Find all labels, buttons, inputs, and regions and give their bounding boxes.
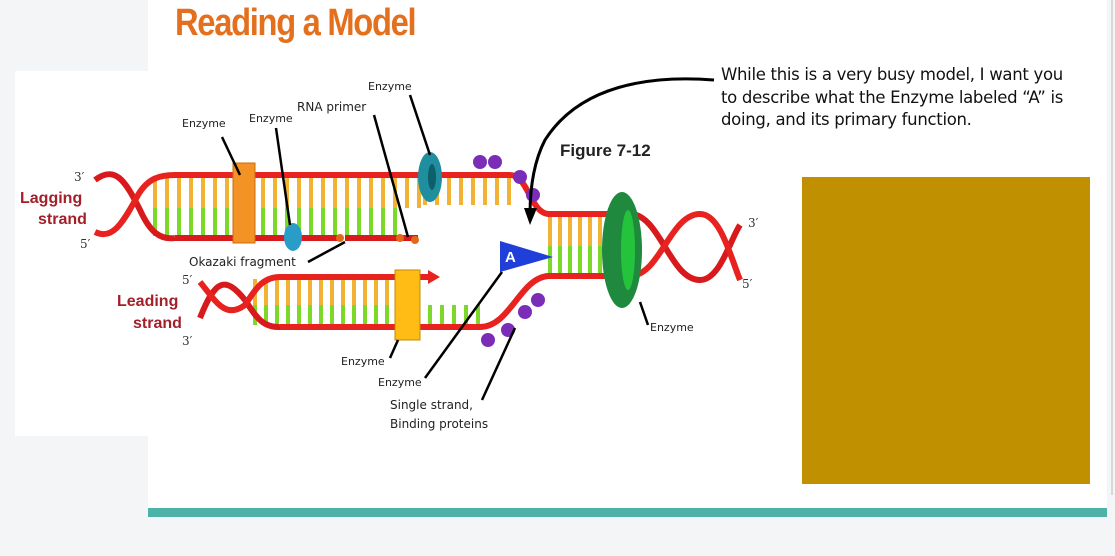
lagging-helix — [93, 171, 176, 242]
ssb-label-1: Single strand, — [390, 398, 473, 412]
ssb-protein — [518, 305, 532, 319]
okazaki-label: Okazaki fragment — [189, 255, 296, 269]
enzyme-a-triangle — [500, 241, 553, 272]
rna-primer-label: RNA primer — [297, 100, 366, 114]
base-pairs — [153, 177, 622, 325]
prime-label: 3′ — [748, 216, 759, 230]
figure-background — [15, 71, 575, 436]
lagging-label-1: Lagging — [20, 190, 82, 207]
prime-label: 5′ — [742, 277, 753, 291]
figure-caption: Figure 7-12 — [560, 141, 651, 160]
prime-label: 3′ — [74, 170, 85, 184]
leading-arrow-icon — [428, 270, 440, 284]
enzyme-label: Enzyme — [368, 80, 412, 93]
enzyme-label: Enzyme — [249, 112, 293, 125]
enzyme-leading-box — [394, 269, 421, 341]
leading-template-strand — [280, 273, 630, 330]
slide-title: Reading a Model — [175, 2, 417, 44]
ssb-protein — [526, 188, 540, 202]
ssb-protein — [473, 155, 487, 169]
ssb-proteins — [473, 155, 545, 347]
ssb-protein — [531, 293, 545, 307]
ssb-protein — [488, 155, 502, 169]
enzyme-a-label: A — [505, 249, 516, 266]
leading-label-2: strand — [133, 315, 182, 332]
placeholder-box[interactable] — [802, 177, 1090, 484]
accent-bar — [148, 508, 1107, 517]
enzyme-lagging-box — [232, 162, 256, 244]
prime-label: 5′ — [80, 237, 91, 251]
slide-edge — [1111, 0, 1113, 495]
enzyme-blue-oval — [284, 223, 302, 251]
lagging-label-2: strand — [38, 211, 87, 228]
prime-label: 5′ — [182, 273, 193, 287]
rna-primers — [336, 234, 419, 244]
question-text: While this is a very busy model, I want … — [721, 65, 1064, 129]
ssb-protein — [513, 170, 527, 184]
enzyme-label: Enzyme — [378, 376, 422, 389]
leading-label-1: Leading — [117, 293, 178, 310]
prime-label: 3′ — [182, 334, 193, 348]
ssb-label-2: Binding proteins — [390, 417, 488, 431]
enzyme-label: Enzyme — [182, 117, 226, 130]
pointer-lines — [220, 94, 650, 401]
ssb-protein — [481, 333, 495, 347]
enzyme-label: Enzyme — [650, 321, 694, 334]
callout-arrow — [528, 77, 715, 216]
enzyme-label: Enzyme — [341, 355, 385, 368]
